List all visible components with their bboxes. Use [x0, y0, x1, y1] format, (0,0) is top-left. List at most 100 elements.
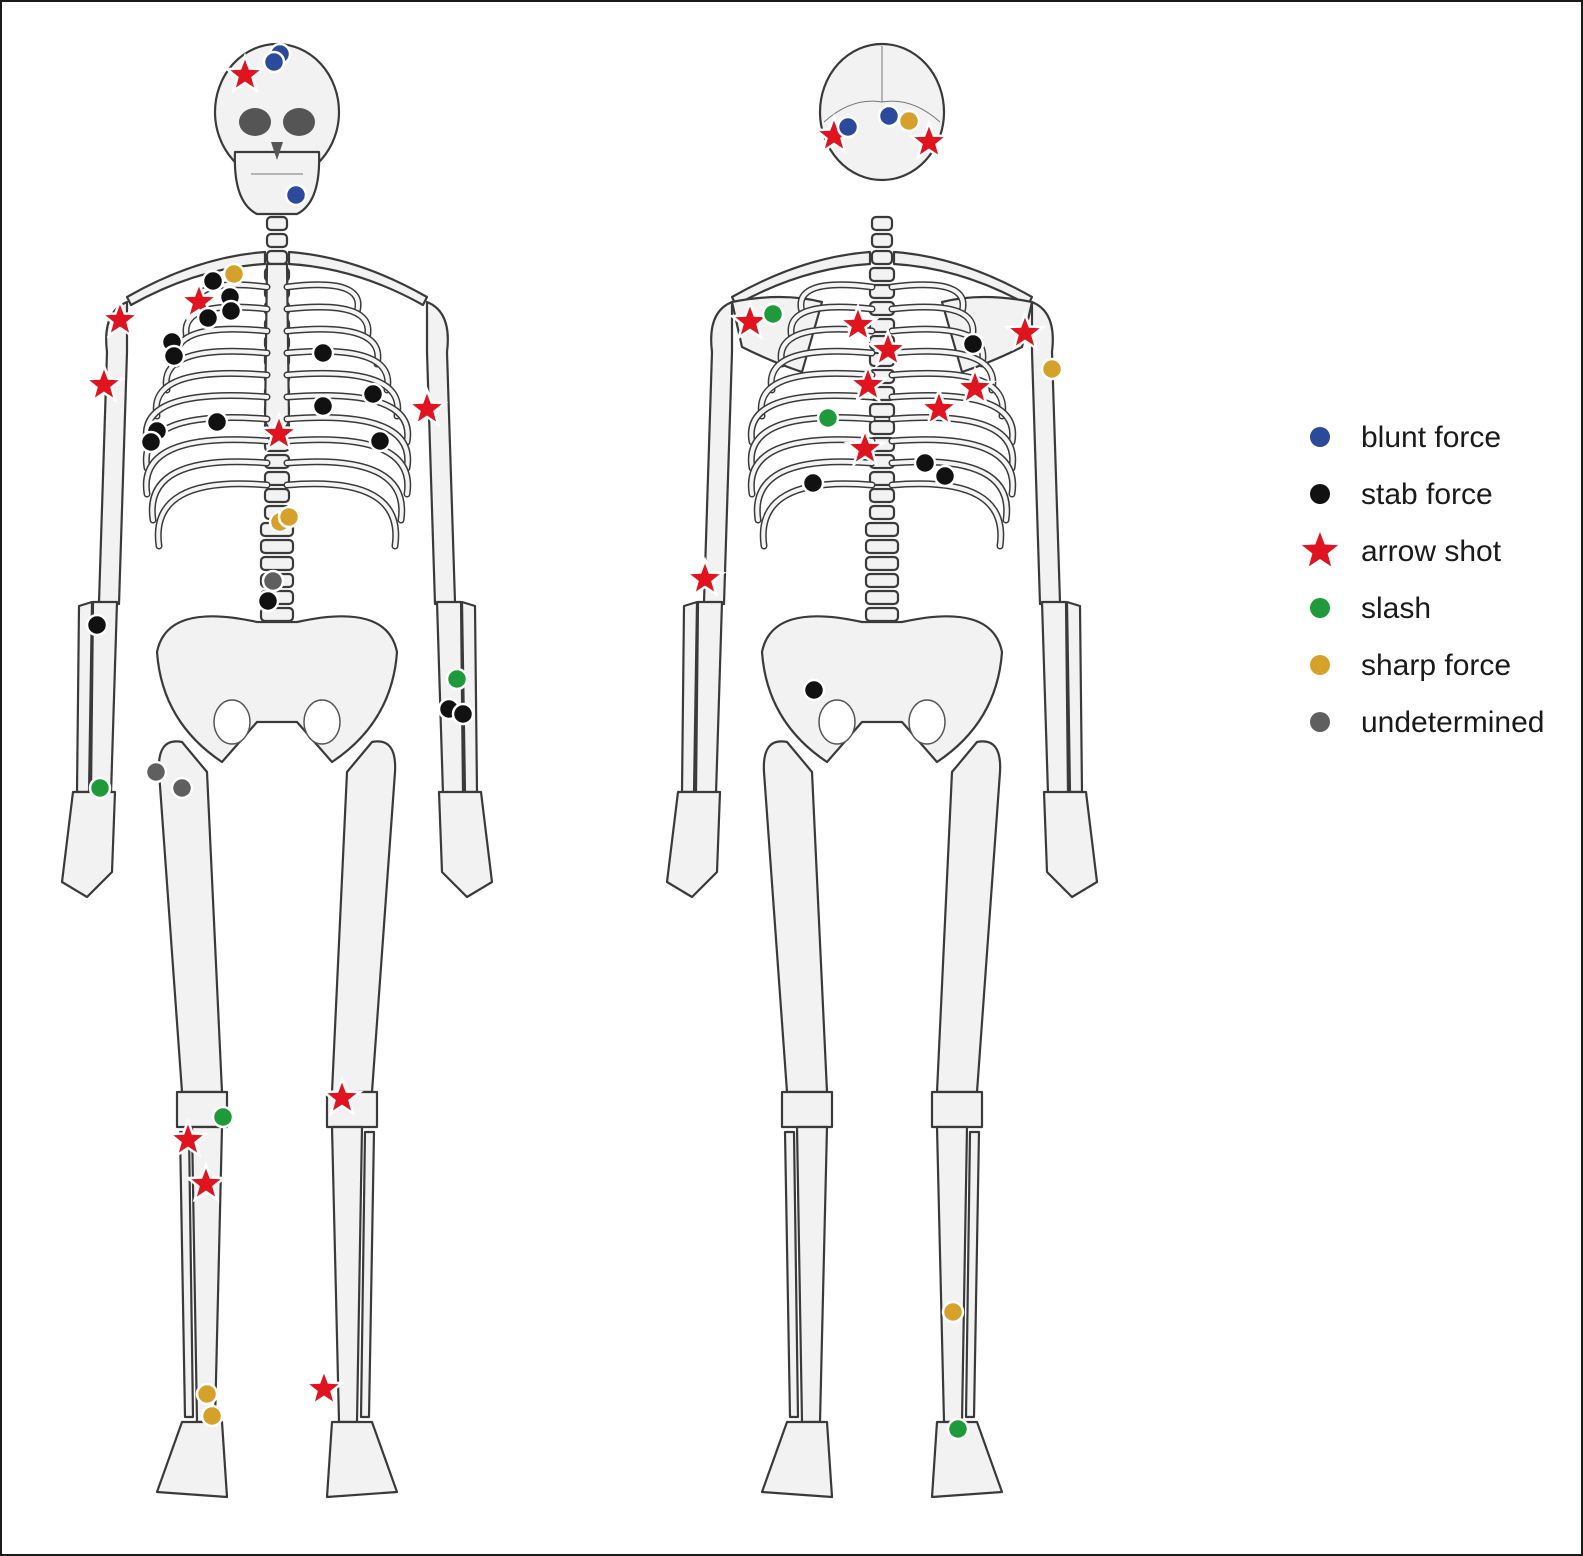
- arrow-shot-marker: [302, 1366, 346, 1408]
- sharp-marker: [277, 505, 301, 529]
- stab-marker: [311, 341, 335, 365]
- vertebra: [265, 232, 289, 249]
- vertebra: [864, 589, 900, 606]
- stab-marker: [219, 299, 243, 323]
- knee-right: [930, 1090, 984, 1129]
- rib-fill: [890, 304, 975, 340]
- femur-left: [762, 740, 829, 1094]
- rib-fill: [890, 437, 1015, 496]
- vertebra: [868, 402, 896, 419]
- vertebra: [864, 572, 900, 589]
- pelvis: [155, 615, 399, 764]
- orbit-left: [239, 108, 271, 136]
- stab-marker: [139, 430, 163, 454]
- vertebra: [265, 215, 289, 232]
- rib-fill: [890, 327, 985, 366]
- arrow-shot-marker: [866, 327, 910, 369]
- stab-marker: [961, 332, 985, 356]
- slash-marker: [445, 667, 469, 691]
- sharp-marker: [222, 262, 246, 286]
- vertebra: [868, 470, 896, 487]
- blunt-marker: [836, 115, 860, 139]
- rib-fill: [890, 415, 1015, 470]
- slash-marker: [88, 776, 112, 800]
- rib-fill: [761, 481, 874, 548]
- legend-circle-icon: [1310, 484, 1330, 504]
- arrow-shot-marker: [82, 362, 126, 404]
- legend-label: blunt force: [1361, 421, 1501, 454]
- tibia-right: [935, 1125, 969, 1424]
- clavicle-right: [287, 250, 429, 307]
- fibula-right: [359, 1130, 376, 1419]
- arrow-shot-marker: [836, 302, 880, 344]
- rib-fill: [755, 459, 874, 522]
- arrow-shot-marker: [846, 362, 890, 404]
- vertebra: [263, 470, 291, 487]
- stab-marker: [802, 678, 826, 702]
- tibia-left: [795, 1125, 829, 1424]
- stab-marker: [256, 589, 280, 613]
- blunt-marker: [284, 183, 308, 207]
- legend-label: sharp force: [1361, 649, 1511, 682]
- rib-fill: [769, 349, 874, 392]
- rib: [888, 480, 1005, 550]
- rib-fill: [285, 327, 380, 366]
- trauma-markers-layer: [82, 42, 1064, 1441]
- vertebra: [870, 215, 894, 232]
- stab-marker: [801, 471, 825, 495]
- legend-label: arrow shot: [1361, 535, 1502, 568]
- arrow-shot-marker: [917, 386, 961, 428]
- rib: [283, 458, 406, 524]
- rib: [154, 480, 271, 550]
- vertebra: [864, 538, 900, 555]
- arrow-shot-marker: [907, 119, 951, 161]
- mandible: [233, 150, 321, 216]
- rib-fill: [285, 415, 410, 470]
- arrow-shot-marker: [166, 1117, 210, 1159]
- stab-marker: [933, 464, 957, 488]
- sharp-marker: [941, 1300, 965, 1324]
- rib-fill: [164, 349, 269, 392]
- arrow-shot-marker: [257, 411, 301, 453]
- rib-fill: [890, 349, 995, 392]
- sharp-marker: [1040, 357, 1064, 381]
- obturator-left: [213, 699, 251, 745]
- legend-circle-icon: [1310, 712, 1330, 732]
- hand-left: [665, 790, 722, 899]
- radius-left: [694, 600, 724, 796]
- rib-fill: [285, 481, 398, 548]
- rib-fill: [749, 393, 874, 444]
- hand-right: [437, 790, 494, 899]
- rib-fill: [789, 304, 874, 340]
- blunt-marker: [877, 104, 901, 128]
- fibula-left: [783, 1130, 800, 1419]
- rib-fill: [285, 371, 400, 418]
- legend-item-stab: stab force: [1310, 478, 1493, 511]
- slash-marker: [761, 302, 785, 326]
- legend-item-arrow: arrow shot: [1301, 532, 1502, 568]
- undetermined-marker: [144, 760, 168, 784]
- legend-item-blunt: blunt force: [1310, 421, 1501, 454]
- legend-label: undetermined: [1361, 706, 1544, 739]
- vertebra: [864, 606, 900, 623]
- stab-marker: [205, 410, 229, 434]
- legend-label: stab force: [1361, 478, 1493, 511]
- rib-fill: [285, 349, 390, 392]
- foot-left: [155, 1420, 229, 1499]
- cranial-sutures: [823, 46, 941, 123]
- rib-fill: [285, 282, 361, 314]
- fibula-right: [964, 1130, 981, 1419]
- legend-star-icon: [1301, 532, 1339, 567]
- legend-circle-icon: [1310, 598, 1330, 618]
- obturator-right: [908, 699, 946, 745]
- rib-fill: [759, 371, 874, 418]
- rib-fill: [285, 304, 370, 340]
- vertebra: [864, 521, 900, 538]
- arrow-shot-marker: [1003, 310, 1047, 352]
- vertebra: [868, 487, 896, 504]
- vertebra: [868, 419, 896, 436]
- obturator-right: [303, 699, 341, 745]
- stab-marker: [196, 306, 220, 330]
